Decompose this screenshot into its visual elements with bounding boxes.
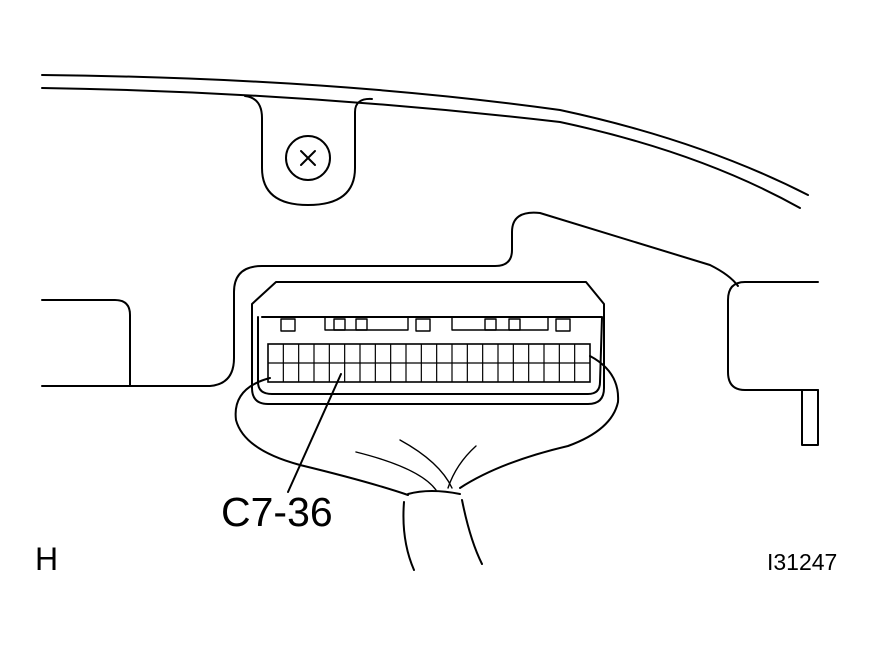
screw-icon xyxy=(285,135,331,181)
right-component xyxy=(727,281,819,446)
connector-inner-frame xyxy=(257,316,603,395)
connector-latch-ridge xyxy=(261,316,603,331)
body-panel-edge xyxy=(41,74,809,209)
connector-mount-outline xyxy=(41,211,739,387)
connector-c7 xyxy=(251,281,605,405)
wire-harness xyxy=(234,355,620,571)
terminal-grid xyxy=(267,343,591,383)
left-bracket xyxy=(41,299,131,387)
mounting-tab xyxy=(244,95,373,206)
figure-id: I31247 xyxy=(767,549,837,575)
callout-leader-line xyxy=(287,373,342,493)
connector-housing xyxy=(251,281,605,405)
view-letter: H xyxy=(35,541,58,577)
callout-label: C7-36 xyxy=(221,489,333,535)
latch-windows xyxy=(280,318,571,332)
